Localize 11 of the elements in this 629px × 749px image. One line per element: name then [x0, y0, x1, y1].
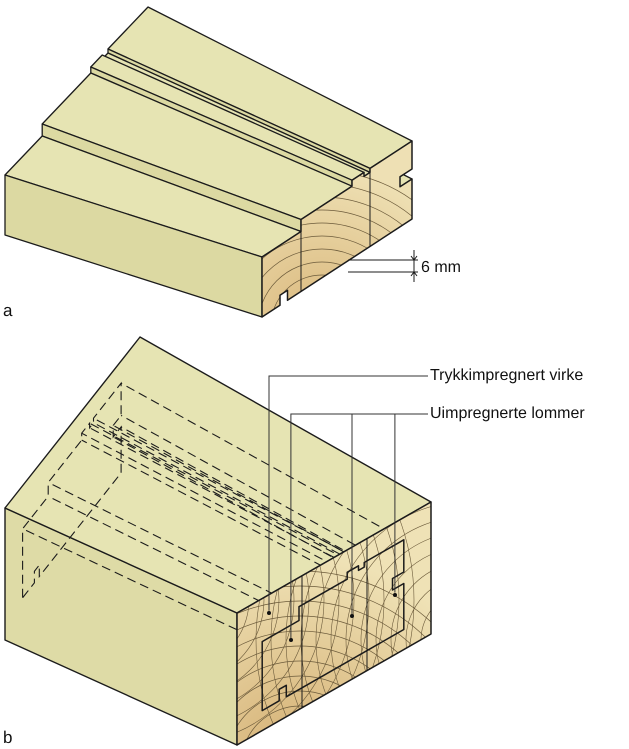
leader-line — [394, 414, 428, 594]
leader-dot — [392, 592, 397, 597]
figure-label: b — [3, 728, 12, 748]
callout-label: Trykkimpregnert virke — [428, 366, 586, 386]
leader-dot — [288, 638, 293, 642]
leader-dot — [267, 610, 271, 615]
dimension-label: 6 mm — [421, 258, 461, 278]
callout-label: Uimpregnerte lommer — [428, 404, 587, 424]
figure-label: a — [3, 301, 12, 321]
leader-line — [268, 376, 428, 612]
leader-dot — [350, 614, 354, 618]
